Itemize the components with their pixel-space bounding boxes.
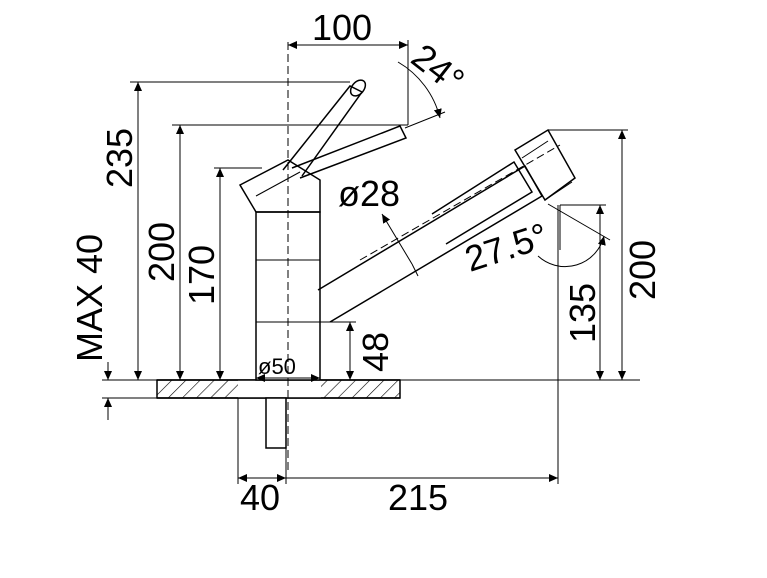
label-200-left: 200 bbox=[141, 222, 182, 282]
faucet-body bbox=[238, 159, 321, 381]
dimension-235: 235 bbox=[99, 81, 350, 380]
dimension-bottom: 40 215 bbox=[238, 205, 559, 518]
label-diameter-50: ø50 bbox=[258, 354, 296, 379]
spout bbox=[317, 128, 576, 323]
dimension-200-right: 200 bbox=[548, 129, 663, 380]
countertop bbox=[102, 379, 640, 399]
label-235: 235 bbox=[99, 128, 140, 188]
dimension-200-left: 200 bbox=[141, 124, 408, 380]
dimension-48: 48 bbox=[320, 321, 396, 380]
dimension-angle-24: 24° bbox=[397, 35, 472, 129]
lever bbox=[282, 79, 408, 179]
dimension-angle-27-5: 27.5° bbox=[460, 203, 611, 280]
dimension-base-diameter: ø50 bbox=[256, 354, 320, 382]
label-170: 170 bbox=[181, 245, 222, 305]
label-200-right: 200 bbox=[622, 240, 663, 300]
label-135: 135 bbox=[562, 283, 603, 343]
label-215: 215 bbox=[388, 477, 448, 518]
mounting-shank bbox=[237, 397, 287, 484]
label-100: 100 bbox=[312, 7, 372, 48]
dimension-100: 100 bbox=[288, 7, 409, 125]
dimension-spout-diameter: ø28 bbox=[338, 173, 419, 277]
label-max-40: MAX 40 bbox=[69, 234, 110, 362]
dimension-max-40: MAX 40 bbox=[69, 234, 158, 420]
dimension-135: 135 bbox=[560, 204, 606, 380]
label-27-5-degrees: 27.5° bbox=[460, 215, 553, 280]
label-40-bottom: 40 bbox=[240, 477, 280, 518]
label-diameter-28: ø28 bbox=[338, 173, 400, 214]
label-48: 48 bbox=[355, 332, 396, 372]
dimension-170: 170 bbox=[181, 167, 262, 380]
label-24-degrees: 24° bbox=[404, 35, 472, 101]
